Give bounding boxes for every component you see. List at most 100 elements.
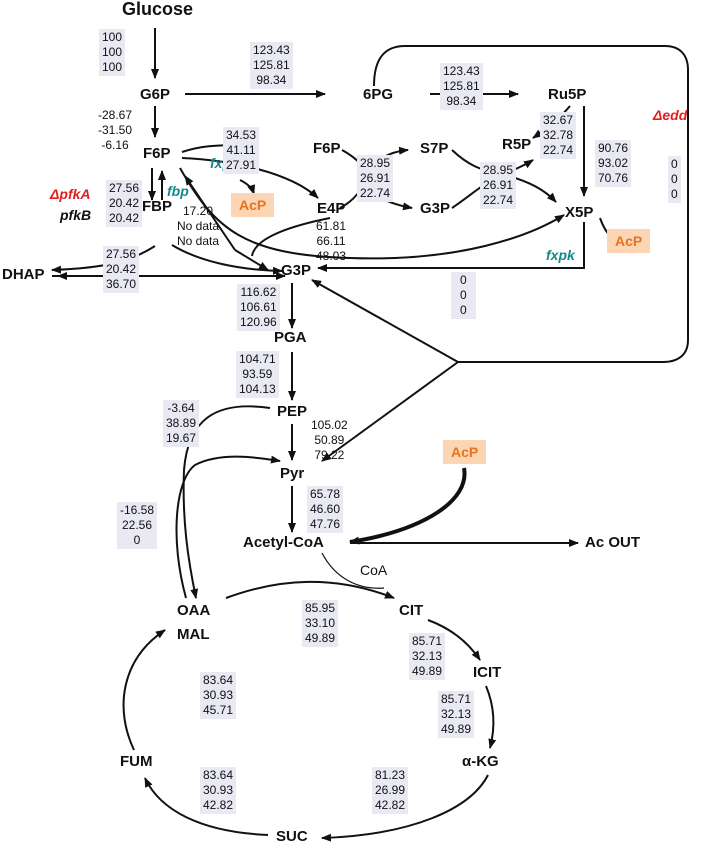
metabolite-6pg: 6PG (363, 86, 394, 103)
flux-value: 22.56 (122, 518, 153, 532)
metabolite-dhap: DHAP (2, 266, 45, 283)
flux-value: 123.43 (253, 43, 290, 57)
metabolite-g6p: G6P (140, 86, 171, 103)
flux-value: 36.70 (106, 277, 137, 291)
flux-value: 120.96 (240, 315, 277, 329)
flux-value: 32.13 (441, 707, 472, 721)
flux-value: 19.67 (166, 431, 197, 445)
flux-value: 22.74 (360, 186, 391, 200)
acp-box-acetyl: AcP (443, 440, 487, 464)
flux-value: 104.71 (239, 352, 276, 366)
metabolite-ac-out: Ac OUT (585, 534, 641, 551)
flux-value: 26.99 (375, 783, 406, 797)
flux-value: 93.59 (242, 367, 273, 381)
flux-value: 66.11 (316, 234, 346, 248)
flux-value: 83.64 (203, 768, 234, 782)
flux-value: 106.61 (240, 300, 277, 314)
metabolite-mal: MAL (177, 626, 210, 643)
metabolite-ru5p: Ru5P (548, 86, 587, 103)
flux-value: No data (177, 234, 220, 248)
flux-value: 85.95 (305, 601, 336, 615)
flux-value: -6.16 (101, 138, 129, 152)
flux-value: 17.20 (183, 204, 214, 218)
metabolite-pep: PEP (277, 403, 308, 420)
flux-value: 26.91 (360, 171, 391, 185)
flux-value: 49.89 (441, 722, 472, 736)
flux-value: 0 (671, 187, 678, 201)
metabolite-g3p: G3P (281, 262, 312, 279)
flux-value: 32.13 (412, 649, 443, 663)
metabolite-akg: α-KG (462, 753, 499, 770)
metabolite-f6p-mid: F6P (313, 140, 341, 157)
flux-value: 93.02 (598, 156, 629, 170)
metabolite-r5p: R5P (502, 136, 532, 153)
flux-value: 28.95 (483, 163, 514, 177)
flux-value: 0 (671, 172, 678, 186)
flux-value: 30.93 (203, 783, 234, 797)
flux-value: 30.93 (203, 688, 234, 702)
metabolite-acetyl-coa: Acetyl-CoA (243, 534, 324, 551)
flux-value: 47.76 (310, 517, 341, 531)
metabolite-s7p: S7P (420, 140, 449, 157)
flux-value: 79.22 (314, 448, 345, 462)
metabolite-pga: PGA (274, 329, 307, 346)
metabolite-f6p-left: F6P (143, 145, 171, 162)
flux-value: 100 (102, 45, 123, 59)
flux-value: 32.78 (543, 128, 574, 142)
flux-value: 123.43 (443, 64, 480, 78)
metabolite-oaa: OAA (177, 602, 211, 619)
flux-value: 28.95 (360, 156, 391, 170)
flux-value: 90.76 (598, 141, 629, 155)
metabolite-cit: CIT (399, 602, 424, 619)
flux-value: 22.74 (483, 193, 514, 207)
flux-value: 38.89 (166, 416, 197, 430)
flux-value: 70.76 (598, 171, 629, 185)
flux-value: 48.03 (316, 249, 347, 263)
flux-value: 20.42 (109, 196, 140, 210)
flux-value: 20.42 (109, 211, 140, 225)
flux-value: 41.11 (226, 143, 256, 157)
flux-value: 27.56 (109, 181, 140, 195)
metabolite-e4p: E4P (317, 200, 346, 217)
flux-value: 33.10 (305, 616, 336, 630)
acp-box-fxpk: AcP (231, 193, 275, 217)
flux-value: 83.64 (203, 673, 234, 687)
flux-value: 98.34 (446, 94, 477, 108)
flux-value: -16.58 (120, 503, 155, 517)
flux-value: 0 (133, 533, 141, 547)
flux-value: 61.81 (316, 219, 347, 233)
flux-value: 100 (102, 60, 123, 74)
gene-fbp: fbp (167, 183, 189, 199)
flux-value: 116.62 (240, 285, 277, 299)
flux-value: -28.67 (98, 108, 133, 122)
flux-value: -3.64 (167, 401, 195, 415)
metabolite-fbp: FBP (142, 198, 172, 215)
flux-value: 26.91 (483, 178, 514, 192)
flux-value: 125.81 (253, 58, 290, 72)
metabolite-suc: SUC (276, 828, 308, 845)
flux-value: 49.89 (412, 664, 443, 678)
metabolite-fum: FUM (120, 753, 153, 770)
flux-value: 27.91 (226, 158, 257, 172)
metabolite-g3p-mid: G3P (420, 200, 451, 217)
flux-value: 81.23 (375, 768, 406, 782)
